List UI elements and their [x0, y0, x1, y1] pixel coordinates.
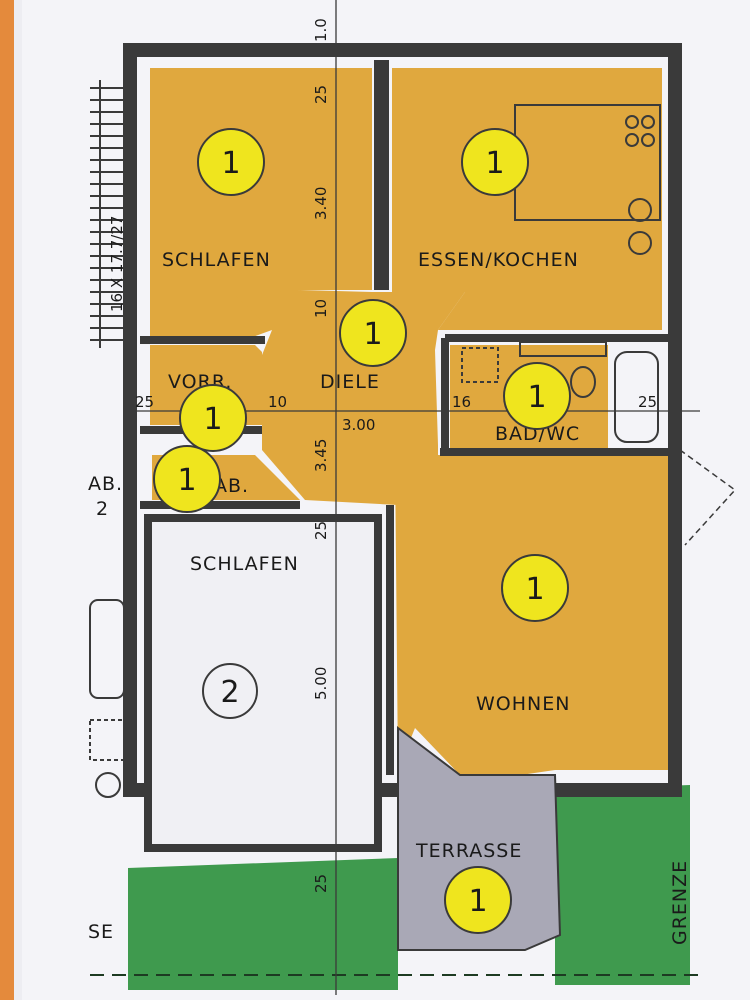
stove-burner-icon: [625, 115, 639, 129]
label-bad-wc: BAD/WC: [495, 423, 580, 445]
room-schlafen-2: [144, 514, 382, 852]
sink-bowl-icon: [628, 231, 652, 255]
label-wohnen: WOHNEN: [476, 693, 570, 715]
staircase: [90, 80, 130, 348]
badge-number: 1: [485, 146, 504, 181]
dim-10-mid: 10: [312, 299, 330, 318]
boundary-label: GRENZE: [669, 860, 691, 945]
stair-label: 16 X 17.7/27: [108, 216, 126, 312]
badge-number: 1: [468, 884, 487, 919]
bathroom-fixtures: [461, 341, 659, 443]
neighbor-fixtures: [89, 599, 127, 798]
badge-wohnen: 1: [501, 554, 569, 622]
badge-number: 1: [203, 402, 222, 437]
left-edge-text: SE: [88, 921, 114, 943]
dim-16: 16: [452, 393, 471, 411]
dim-25-right: 25: [638, 393, 657, 411]
garden-left: [128, 858, 398, 990]
badge-number: 2: [220, 675, 239, 710]
sink-bowl-icon: [628, 198, 652, 222]
badge-number: 1: [221, 146, 240, 181]
badge-vorr: 1: [179, 384, 247, 452]
dim-345: 3.45: [312, 439, 330, 472]
dim-300: 3.00: [342, 416, 375, 434]
dim-25-left: 25: [135, 393, 154, 411]
toilet-icon: [570, 366, 596, 398]
terrace: [397, 725, 562, 951]
dim-340: 3.40: [312, 187, 330, 220]
room-essen-kochen: [392, 68, 662, 330]
neighbor-shower-icon: [89, 719, 127, 761]
stove-burner-icon: [641, 115, 655, 129]
label-diele: DIELE: [320, 371, 380, 393]
dim-25-top: 25: [312, 85, 330, 104]
dim-25-bottom: 25: [312, 874, 330, 893]
washbasin-icon: [519, 341, 607, 357]
dim-500: 5.00: [312, 667, 330, 700]
door-swing: [679, 449, 737, 546]
neighbor-bathtub-icon: [89, 599, 125, 699]
badge-diele: 1: [339, 299, 407, 367]
neighbor-toilet-icon: [95, 772, 121, 798]
dim-10-left: 10: [268, 393, 287, 411]
margin-edge: [14, 0, 22, 1000]
neighbor-number: 2: [96, 498, 109, 520]
stove-burner-icon: [641, 133, 655, 147]
label-schlafen-2: SCHLAFEN: [190, 553, 299, 575]
label-essen-kochen: ESSEN/KOCHEN: [418, 249, 579, 271]
badge-essen-kochen: 1: [461, 128, 529, 196]
badge-bad-wc: 1: [503, 362, 571, 430]
neighbor-ab-label: AB.: [88, 473, 123, 495]
garden-right: [555, 785, 690, 985]
label-ab: AB.: [214, 475, 249, 497]
badge-number: 1: [525, 572, 544, 607]
badge-number: 1: [527, 380, 546, 415]
stove-burner-icon: [625, 133, 639, 147]
badge-ab: 1: [153, 445, 221, 513]
shower-tray-icon: [461, 347, 499, 383]
badge-terrasse: 1: [444, 866, 512, 934]
bathtub-icon: [614, 351, 659, 443]
dim-top: 1.0: [312, 18, 330, 42]
room-schlafen-1: [150, 68, 372, 338]
badge-schlafen-2: 2: [202, 663, 258, 719]
label-schlafen-1: SCHLAFEN: [162, 249, 271, 271]
badge-number: 1: [177, 463, 196, 498]
label-terrasse: TERRASSE: [415, 840, 522, 862]
badge-schlafen-1: 1: [197, 128, 265, 196]
badge-number: 1: [363, 317, 382, 352]
left-margin-strip: [0, 0, 14, 1000]
dim-25-mid: 25: [312, 521, 330, 540]
